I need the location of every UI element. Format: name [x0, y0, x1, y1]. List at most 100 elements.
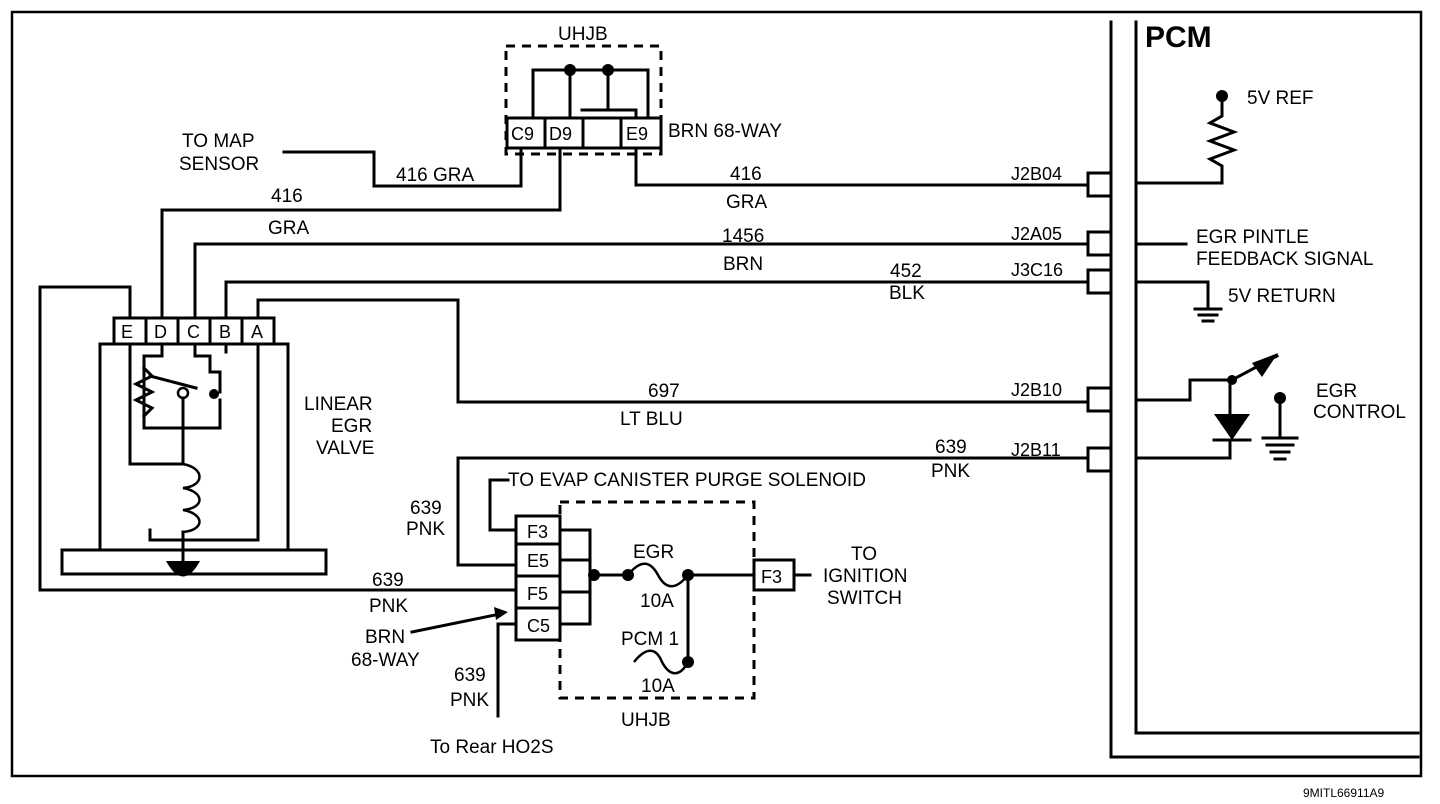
ignition-label-2: IGNITION: [823, 566, 907, 587]
pointer-line: [410, 612, 502, 634]
uhjb-bottom-outline: [558, 500, 756, 700]
connector-label: J2B04: [1011, 164, 1062, 184]
ref-node-dot: [1216, 90, 1228, 102]
pin-j2b10: [1086, 386, 1113, 413]
wire-639-pcm: [456, 456, 1090, 567]
wire-label: 416: [271, 186, 303, 207]
arrow-icon: [1252, 353, 1278, 377]
pcm-ref-label: 5V REF: [1247, 88, 1314, 109]
ground-icon: [1193, 307, 1223, 323]
rear-ho2s-label: To Rear HO2S: [430, 737, 554, 758]
pin-f5: [514, 574, 562, 610]
wire-label: PNK: [406, 519, 445, 540]
wire-452: [224, 280, 1090, 320]
pcm-pintle-label-1: EGR PINTLE: [1196, 227, 1309, 248]
connector-label: J3C16: [1011, 260, 1063, 280]
wire-639-ho2s: [496, 622, 518, 718]
pcm-return-label: 5V RETURN: [1228, 286, 1336, 307]
pin-blank: [581, 116, 623, 150]
wire-label: GRA: [726, 192, 768, 213]
connector-label: J2B11: [1011, 440, 1061, 460]
wire-1456: [193, 242, 1090, 320]
fuse-egr-icon: [627, 562, 689, 588]
wire-label: GRA: [268, 218, 310, 239]
connector-label: J2B10: [1011, 380, 1062, 400]
ign-pin-label: F3: [761, 567, 782, 587]
wire-416-map: [282, 146, 523, 188]
valve-pin-label: D: [154, 322, 167, 342]
wire-697: [256, 298, 1090, 404]
wire-label: PNK: [450, 690, 489, 711]
map-label-2: SENSOR: [179, 154, 259, 175]
pointer-arrow-icon: [494, 607, 508, 620]
valve-pin-label: B: [219, 322, 231, 342]
fuse-pcm-name: PCM 1: [621, 629, 679, 650]
pcm-control-label-2: CONTROL: [1313, 402, 1406, 423]
uhjb-bottom-label: UHJB: [621, 710, 671, 731]
wire-label: 639: [410, 498, 442, 519]
pot-arrow: [148, 374, 198, 390]
fuse-egr-name: EGR: [633, 542, 674, 563]
valve-label-2: EGR: [331, 416, 372, 437]
fuse-dot: [682, 656, 694, 668]
bus-dot: [564, 64, 576, 76]
wire-label: 639: [935, 437, 967, 458]
wire-416-valve: [160, 146, 562, 320]
uhjb-pin-label: F5: [527, 584, 548, 604]
valve-pin-label: E: [121, 322, 133, 342]
connector-label: J2A05: [1011, 224, 1062, 244]
brn-68way-bottom-2: 68-WAY: [351, 650, 420, 671]
return-line: [1134, 280, 1210, 309]
evap-label: TO EVAP CANISTER PURGE SOLENOID: [508, 470, 866, 491]
fuse-pcm-icon: [633, 649, 690, 675]
pintle-icon: [166, 561, 200, 577]
wire-label: 452: [890, 261, 922, 282]
valve-label-3: VALVE: [316, 438, 374, 459]
uhjb-pin-label: E5: [527, 551, 549, 571]
uhjb-top-outline: [504, 44, 663, 156]
wire-label: 1456: [722, 226, 764, 247]
wire-label: 639: [372, 570, 404, 591]
valve-base: [60, 548, 328, 576]
pot-contact-dot: [209, 389, 219, 399]
wire-639-evap: [488, 478, 518, 532]
driver-wiring: [1134, 378, 1232, 460]
pin-j2b04: [1086, 171, 1113, 198]
valve-pin-label: C: [187, 322, 200, 342]
map-label-1: TO MAP: [182, 131, 255, 152]
pin-c5: [514, 606, 562, 642]
pin-f3-ignition: [752, 558, 796, 592]
pcm-pintle-label-2: FEEDBACK SIGNAL: [1196, 249, 1373, 270]
wire-label: BRN: [723, 254, 763, 275]
coil-icon: [182, 462, 201, 534]
pin-j3c16: [1086, 268, 1113, 295]
brn-68way-top: BRN 68-WAY: [668, 121, 782, 142]
ignition-label-3: SWITCH: [827, 588, 902, 609]
uhjb-top-bus: [531, 68, 650, 120]
wire-label: 416: [730, 164, 762, 185]
uhjb-pin-label: E9: [626, 124, 648, 144]
valve-pin-label: A: [251, 322, 263, 342]
fuse-egr-rating: 10A: [640, 591, 674, 612]
coil-feed: [128, 342, 185, 466]
wire-label: PNK: [369, 596, 408, 617]
pot-wiper: [193, 342, 222, 394]
fuse-dot: [622, 569, 634, 581]
valve-label-1: LINEAR: [304, 394, 373, 415]
wire-label: 697: [648, 381, 680, 402]
pcm-bar: [1109, 20, 1420, 759]
bus-dot: [602, 64, 614, 76]
pin-j2a05: [1086, 230, 1113, 257]
coil-bottom: [148, 528, 222, 542]
resistor-icon: [1134, 94, 1239, 185]
bus-dot: [588, 569, 600, 581]
wire-label: LT BLU: [620, 409, 683, 430]
pcm-title: PCM: [1145, 21, 1212, 54]
wire-416-pcm: [634, 146, 1090, 187]
uhjb-pin-label: F3: [527, 522, 548, 542]
uhjb-top-label: UHJB: [558, 24, 608, 45]
diode-icon: [1214, 414, 1250, 440]
coil-return: [218, 342, 260, 542]
